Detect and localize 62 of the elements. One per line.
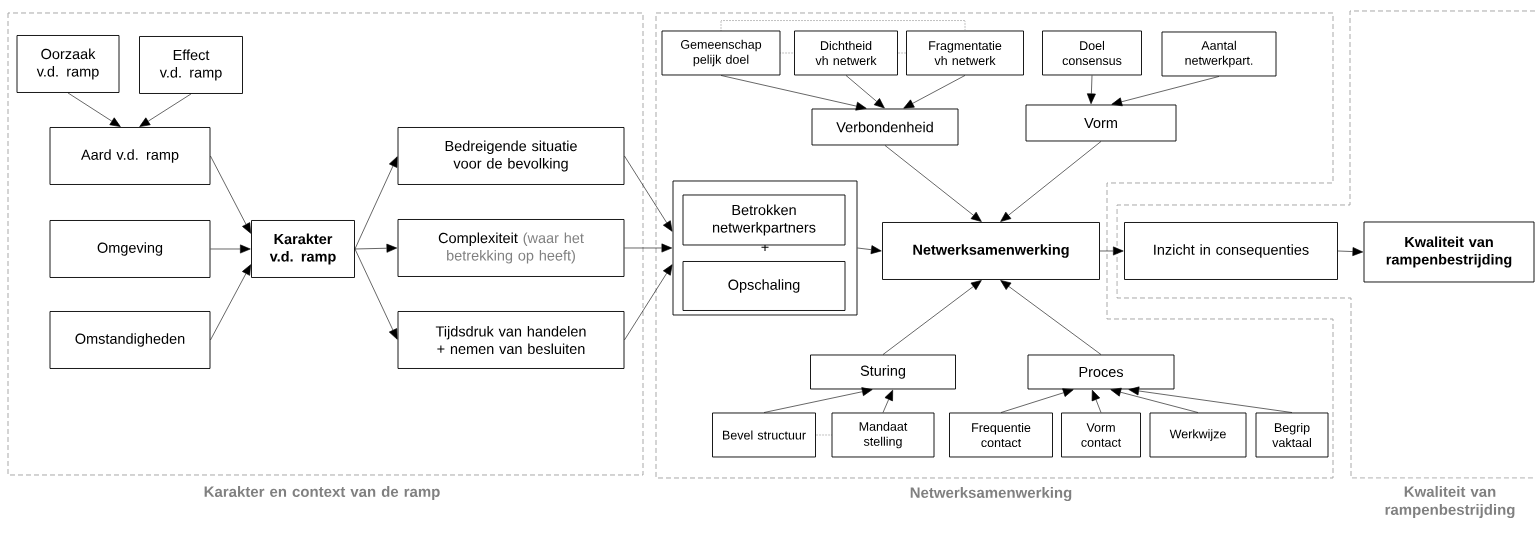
arrow [882, 389, 893, 413]
arrow [624, 155, 673, 232]
process-box: Dichtheid vh netwerk [794, 30, 898, 76]
process-box: Proces [1027, 354, 1175, 390]
arrow [210, 264, 251, 341]
arrow [1099, 246, 1124, 256]
arrow [1128, 386, 1293, 413]
process-box: Bedreigende situatie voor de bevolking [397, 127, 625, 185]
process-box: Bevel structuur [712, 412, 816, 458]
arrow [1110, 387, 1199, 413]
dotted-line [720, 20, 966, 31]
arrow [624, 243, 673, 253]
arrow [1111, 76, 1220, 107]
process-box: Aard v.d. ramp [49, 127, 211, 185]
process-box: Gemeenschap pelijk doel [661, 30, 781, 76]
process-box: Begrip vaktaal [1255, 412, 1329, 458]
process-box: Oorzaak v.d. ramp [16, 35, 120, 93]
process-box: Netwerksamenwerking [882, 222, 1100, 280]
arrow [67, 92, 121, 127]
process-box: Aantal netwerkpart. [1161, 31, 1277, 77]
process-box: Vorm contact [1061, 412, 1141, 458]
arrow [624, 264, 673, 341]
arrow [354, 248, 398, 340]
process-box: Complexiteit (waar het betrekking op heeft) [397, 219, 625, 277]
process-box: Doel consensus [1042, 30, 1142, 76]
arrow [903, 75, 966, 109]
arrow [845, 75, 885, 109]
arrow [1000, 280, 1102, 355]
process-box: Mandaat stelling [831, 412, 935, 458]
process-box: Frequentie contact [949, 412, 1053, 458]
arrow [720, 75, 867, 111]
process-box: Fragmentatie vh netwerk [906, 30, 1024, 76]
region-caption: Netwerksamenwerking [910, 486, 1072, 501]
arrow [1337, 247, 1364, 256]
process-box: Betrokken netwerkpartners [682, 194, 846, 246]
arrow [354, 243, 398, 253]
arrow [884, 145, 982, 222]
process-box: Omgeving [49, 220, 211, 278]
process-box: Verbondenheid [811, 108, 959, 146]
arrow [857, 245, 882, 255]
process-box: Karakter v.d. ramp [251, 220, 355, 278]
process-box: Sturing [810, 354, 956, 390]
process-box: Vorm [1025, 104, 1177, 142]
process-box: Kwaliteit van rampenbestrijding [1363, 221, 1535, 283]
arrow [354, 156, 398, 250]
process-box: Opschaling [682, 261, 846, 311]
process-box: Omstandigheden [49, 311, 211, 369]
process-box: Effect v.d. ramp [139, 36, 243, 94]
arrow [882, 280, 982, 355]
arrow [1000, 388, 1074, 413]
process-box: Tijdsdruk van handelen + nemen van besluiten [397, 311, 625, 369]
arrow [1086, 75, 1096, 105]
process-box: Werkwijze [1149, 412, 1247, 458]
arrow [139, 93, 192, 127]
region-caption: Karakter en context van de ramp [204, 486, 440, 500]
region-caption: Kwaliteit van rampenbestrijding [1385, 485, 1515, 518]
arrow [763, 387, 873, 413]
process-box: Inzicht in consequenties [1124, 222, 1338, 280]
arrow [1000, 141, 1102, 222]
arrow [210, 155, 251, 234]
arrow [210, 244, 251, 254]
arrow [1091, 389, 1102, 413]
